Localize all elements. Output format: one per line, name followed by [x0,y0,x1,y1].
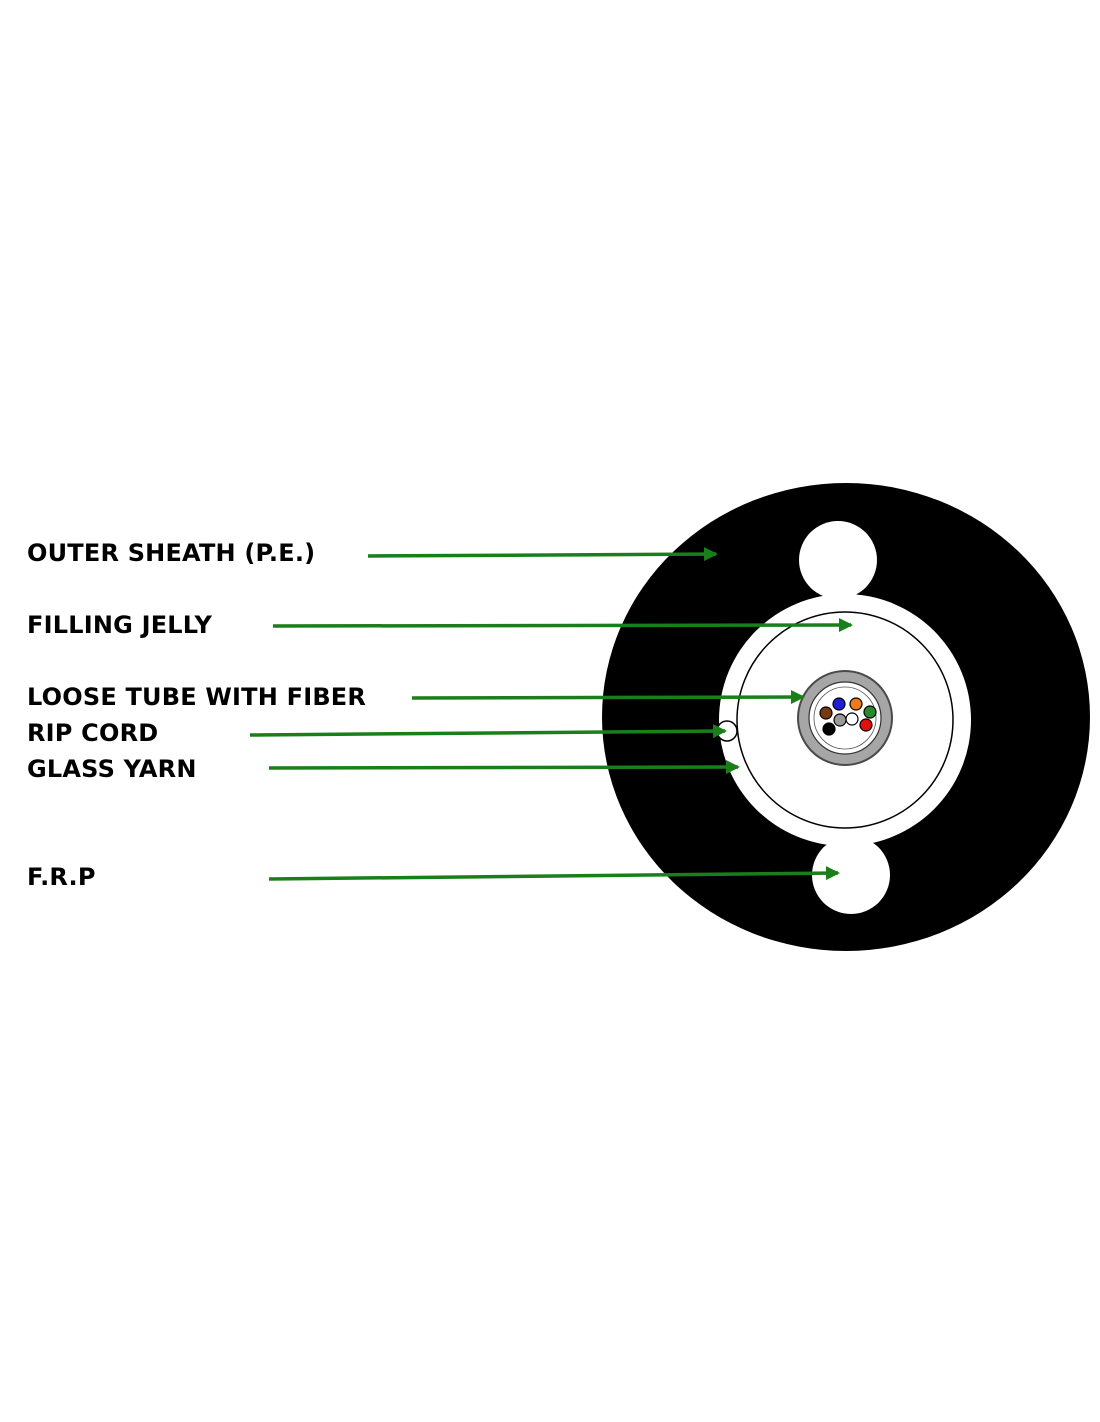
fiber-black [822,722,836,736]
arrow-rip-cord [249,724,727,739]
fiber-brown [819,706,833,720]
glass-yarn-layer [736,611,954,829]
fiber-orange [849,697,863,711]
label-frp: F.R.P [27,863,96,891]
arrow-frp [268,866,840,881]
frp-strength-member-bottom [812,836,890,914]
fiber-white [845,712,859,726]
fiber-blue [832,697,846,711]
arrow-glass-yarn [268,760,740,775]
loose-tube-inner-boundary [813,686,877,750]
cable-cross-section [602,483,1090,951]
arrow-loose-tube [411,690,805,705]
arrow-filling-jelly [272,618,853,633]
label-rip-cord: RIP CORD [27,719,159,747]
leader-arrows [249,547,853,881]
optical-fibers [819,697,877,736]
label-glass-yarn: GLASS YARN [27,755,197,783]
frp-strength-member-top [799,521,877,599]
label-outer-sheath: OUTER SHEATH (P.E.) [27,539,316,567]
fiber-slate [833,713,847,727]
label-loose-tube-with-fiber: LOOSE TUBE WITH FIBER [27,683,367,711]
arrow-outer-sheath [367,547,718,562]
label-filling-jelly: FILLING JELLY [27,611,213,639]
fiber-red [859,718,873,732]
fiber-green [863,705,877,719]
